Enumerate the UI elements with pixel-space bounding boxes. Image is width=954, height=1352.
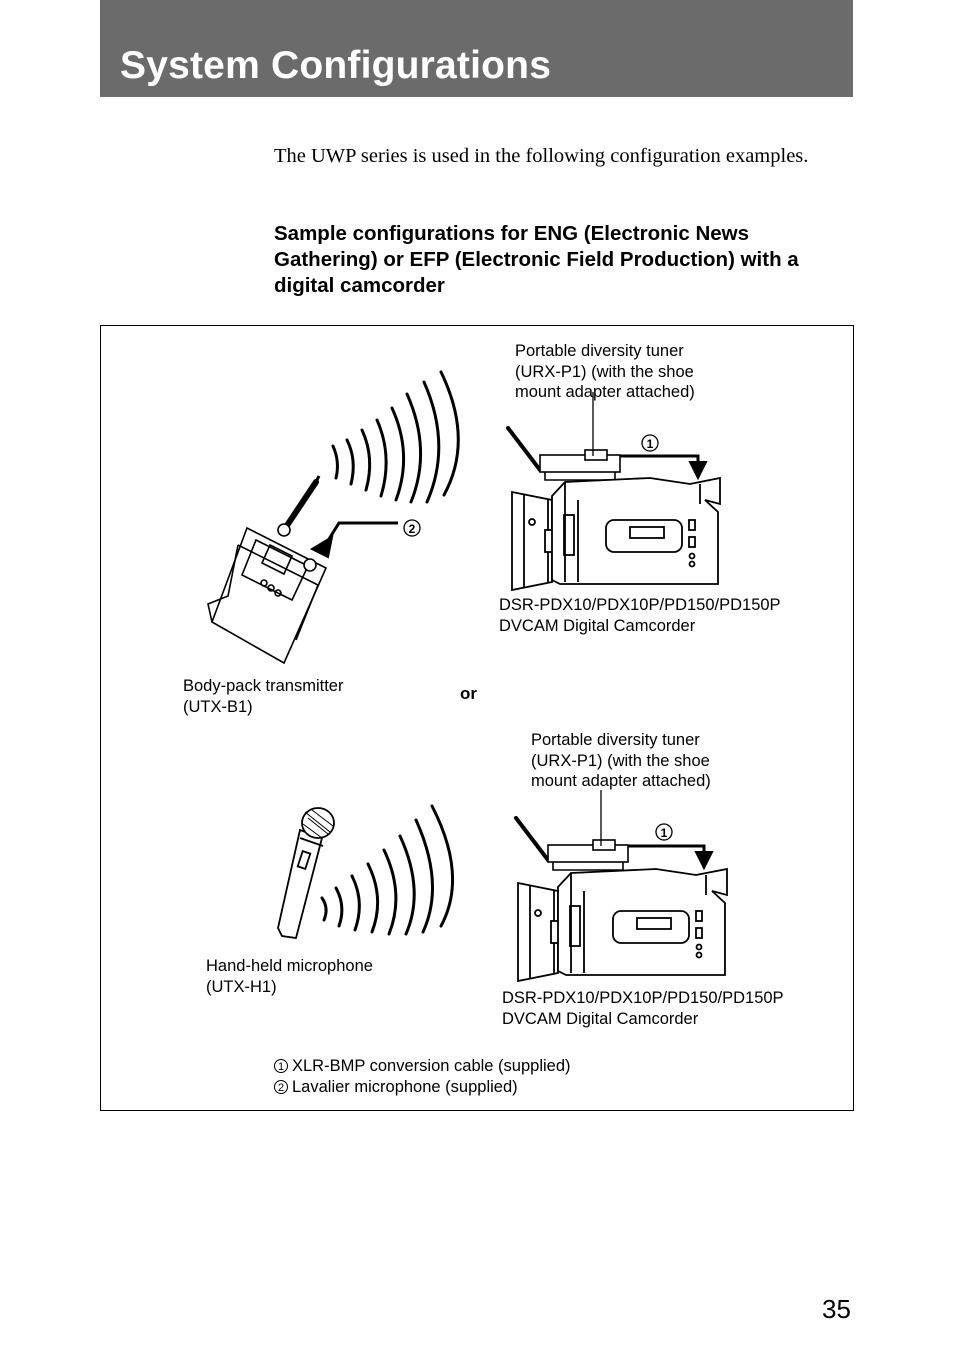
camcorder-label-top-line2: DVCAM Digital Camcorder	[499, 616, 696, 635]
microphone-label-line2: (UTX-H1)	[206, 977, 277, 996]
callout-1-bottom: 1	[661, 826, 668, 840]
tuner-label-top-line3: mount adapter attached)	[515, 383, 695, 401]
lavalier-connection-arrow	[309, 521, 398, 559]
camcorder-icon	[511, 476, 721, 592]
tuner-icon	[506, 426, 621, 481]
camcorder-label-bottom-line1: DSR-PDX10/PDX10P/PD150/PD150P	[502, 989, 784, 1007]
handheld-microphone-icon	[277, 807, 335, 940]
callout-2: 2	[409, 522, 416, 536]
microphone-label-line1: Hand-held microphone	[206, 957, 373, 975]
title-bar: System Configurations	[100, 0, 853, 97]
microphone-label: Hand-held microphone (UTX-H1)	[206, 956, 373, 997]
antenna-waves-icon-bottom	[320, 804, 455, 936]
section-heading: Sample configurations for ENG (Electroni…	[274, 222, 799, 297]
transmitter-label-line1: Body-pack transmitter	[183, 677, 344, 695]
camcorder-label-bottom-line2: DVCAM Digital Camcorder	[502, 1009, 699, 1028]
tuner-label-bottom-line1: Portable diversity tuner	[531, 731, 700, 749]
callout-circle-1-top	[641, 434, 659, 452]
tuner-icon-bottom	[514, 816, 629, 871]
camcorder-label-top: DSR-PDX10/PDX10P/PD150/PD150P DVCAM Digi…	[499, 595, 781, 636]
legend-text-2: Lavalier microphone (supplied)	[292, 1077, 518, 1096]
xlr-cable-arrow	[620, 454, 708, 481]
figure-legend: 1 XLR-BMP conversion cable (supplied) 2 …	[274, 1056, 571, 1097]
antenna-waves-icon	[331, 370, 460, 504]
configuration-figure	[100, 325, 854, 1111]
page-number: 35	[822, 1294, 851, 1324]
tuner-label-bottom-line2: (URX-P1) (with the shoe	[531, 751, 710, 770]
camcorder-icon-bottom	[517, 867, 728, 983]
legend-number-2: 2	[274, 1079, 288, 1094]
tuner-label-bottom-line3: mount adapter attached)	[531, 772, 711, 790]
transmitter-label: Body-pack transmitter (UTX-B1)	[183, 676, 343, 717]
legend-text-1: XLR-BMP conversion cable (supplied)	[292, 1057, 571, 1075]
callout-circle-1-bottom	[655, 823, 673, 841]
page-title: System Configurations	[120, 44, 552, 87]
callout-circle-2	[403, 519, 421, 537]
camcorder-label-bottom: DSR-PDX10/PDX10P/PD150/PD150P DVCAM Digi…	[502, 988, 784, 1029]
tuner-label-top: Portable diversity tuner (URX-P1) (with …	[515, 341, 695, 403]
tuner-label-top-line1: Portable diversity tuner	[515, 342, 684, 360]
xlr-cable-arrow-bottom	[628, 844, 714, 871]
legend-item-1: 1 XLR-BMP conversion cable (supplied)	[274, 1056, 571, 1077]
callout-1-top: 1	[647, 437, 654, 451]
transmitter-label-line2: (UTX-B1)	[183, 697, 253, 716]
bodypack-transmitter-icon	[207, 475, 328, 665]
legend-item-2: 2 Lavalier microphone (supplied)	[274, 1077, 571, 1098]
legend-number-1: 1	[274, 1059, 288, 1074]
tuner-label-top-line2: (URX-P1) (with the shoe	[515, 362, 694, 381]
camcorder-label-top-line1: DSR-PDX10/PDX10P/PD150/PD150P	[499, 596, 781, 614]
tuner-label-bottom: Portable diversity tuner (URX-P1) (with …	[531, 730, 711, 792]
intro-paragraph: The UWP series is used in the following …	[274, 145, 809, 167]
or-label: or	[460, 684, 477, 703]
